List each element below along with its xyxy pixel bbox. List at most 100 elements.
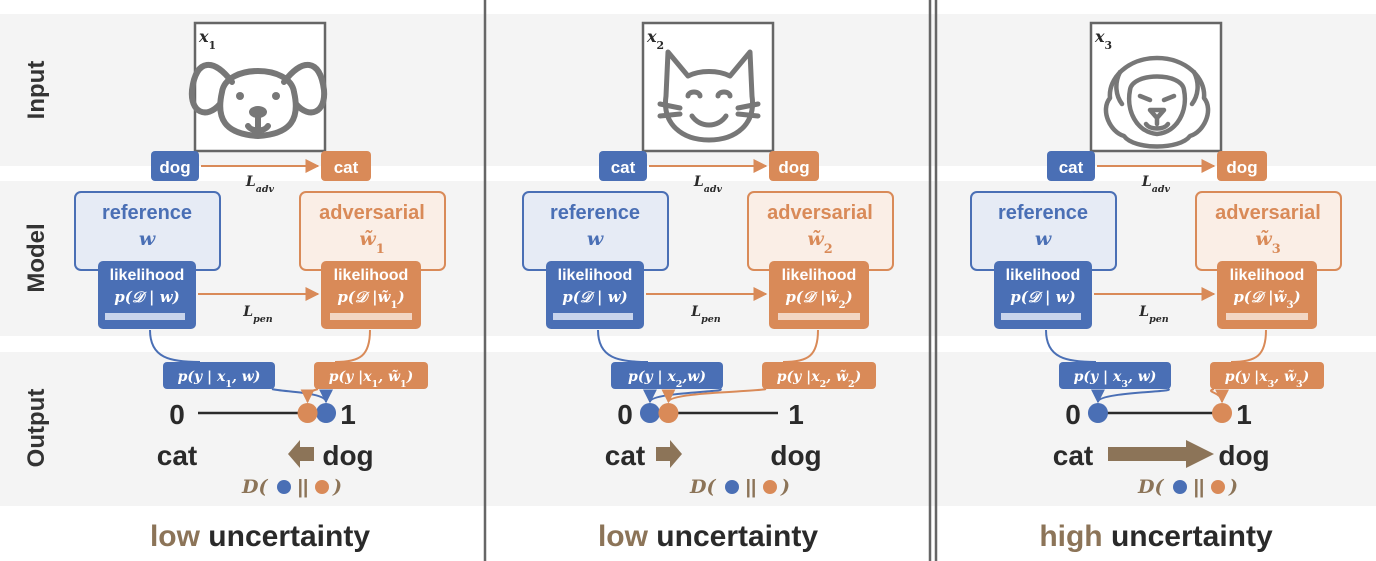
pen-loss-label-part: L bbox=[690, 304, 701, 320]
adversarial-output-tag bbox=[314, 362, 428, 389]
adversarial-likelihood-formula-part: p(𝒟 |w̃ bbox=[785, 288, 839, 306]
source-class-tag bbox=[599, 151, 647, 181]
divergence-label-part: D( bbox=[689, 476, 716, 498]
adversarial-prediction-dot bbox=[1212, 403, 1233, 423]
adversarial-output-formula-part: 3 bbox=[1268, 379, 1275, 390]
uncertainty-verdict-part: low bbox=[150, 520, 201, 553]
reference-likelihood-box bbox=[546, 261, 644, 329]
adversarial-likelihood-formula-part: 2 bbox=[838, 299, 845, 311]
uncertainty-verdict-part: uncertainty bbox=[648, 520, 818, 553]
divergence-arrow bbox=[656, 440, 682, 468]
divergence-adversarial-dot bbox=[763, 480, 777, 494]
lion-mane bbox=[1103, 55, 1211, 149]
adversarial-output-formula: p(y |x2, w̃2) bbox=[777, 368, 862, 390]
source-class-tag bbox=[1047, 151, 1095, 181]
class-left-label-part: cat bbox=[1053, 440, 1093, 471]
adversarial-output-formula-part: p(y |x bbox=[777, 369, 821, 385]
reference-output-formula-part: 3 bbox=[1121, 379, 1128, 390]
source-class-label: cat bbox=[611, 158, 636, 177]
divergence-reference-dot bbox=[1173, 480, 1187, 494]
lion-nose bbox=[1143, 107, 1171, 131]
axis-max-label: 1 bbox=[340, 399, 356, 430]
reference-output-connector bbox=[597, 329, 649, 363]
reference-likelihood-title-part: likelihood bbox=[1006, 267, 1081, 284]
adversarial-output-connector bbox=[1230, 329, 1267, 363]
input-image-label-part: 1 bbox=[209, 39, 217, 52]
adversarial-likelihood-box bbox=[769, 261, 869, 329]
class-left-label: cat bbox=[157, 440, 197, 471]
reference-output-formula: p(y | x3, w) bbox=[1074, 369, 1157, 390]
reference-likelihood-title: likelihood bbox=[1006, 267, 1081, 284]
reference-likelihood-formula: p(𝒟 | w) bbox=[114, 288, 179, 306]
reference-model-title-part: reference bbox=[550, 202, 640, 224]
pen-loss-label-part: pen bbox=[701, 314, 721, 325]
dog-eye-left bbox=[236, 92, 244, 100]
adversarial-output-formula-part: , w̃ bbox=[1273, 368, 1297, 385]
class-left-label: cat bbox=[605, 440, 645, 471]
adversarial-model-title-part: adversarial bbox=[1215, 202, 1321, 224]
adversarial-output-connector bbox=[782, 329, 819, 363]
reference-model-param-part: w bbox=[587, 228, 604, 250]
reference-model-param: w bbox=[1035, 228, 1052, 250]
reference-output-formula: p(y | x1, w) bbox=[178, 369, 261, 390]
adversarial-model-title: adversarial bbox=[319, 202, 425, 224]
adversarial-output-formula: p(y |x3, w̃3) bbox=[1225, 368, 1310, 390]
axis-max-label-part: 1 bbox=[340, 399, 356, 430]
target-class-label-part: dog bbox=[1226, 158, 1257, 177]
target-class-label-part: dog bbox=[778, 158, 809, 177]
adversarial-likelihood-formula-part: 1 bbox=[390, 299, 397, 311]
adversarial-model-param-part: w̃ bbox=[807, 228, 824, 250]
adversarial-prediction-arrow bbox=[1210, 388, 1230, 404]
axis-max-label-part: 1 bbox=[1236, 399, 1252, 430]
adversarial-likelihood-formula-part: ) bbox=[1293, 288, 1301, 306]
reference-model-title: reference bbox=[102, 202, 192, 224]
divergence-separator-part: || bbox=[746, 477, 757, 498]
cat-icon bbox=[657, 49, 761, 143]
input-image-label-part: x bbox=[1094, 27, 1105, 46]
input-image-label-part: 3 bbox=[1105, 39, 1113, 52]
cat-head bbox=[663, 49, 755, 143]
class-right-label-part: dog bbox=[322, 440, 373, 471]
axis-min-label-part: 0 bbox=[169, 399, 185, 430]
reference-model-title: reference bbox=[550, 202, 640, 224]
adversarial-model-title: adversarial bbox=[767, 202, 873, 224]
adversarial-likelihood-title: likelihood bbox=[782, 267, 857, 284]
divergence-close-part: ) bbox=[1228, 476, 1238, 498]
input-image-label-part: x bbox=[198, 27, 209, 46]
input-image-label: x3 bbox=[1094, 27, 1112, 52]
adversarial-model-param-part: 2 bbox=[824, 242, 833, 257]
axis-min-label: 0 bbox=[169, 399, 185, 430]
target-class-label-part: cat bbox=[334, 158, 359, 177]
divergence-close: ) bbox=[332, 476, 342, 498]
uncertainty-verdict-part: uncertainty bbox=[1103, 520, 1273, 553]
adversarial-output-formula-part: ) bbox=[854, 369, 862, 385]
reference-likelihood-box bbox=[994, 261, 1092, 329]
source-class-label-part: dog bbox=[159, 158, 190, 177]
adversarial-model-param: w̃2 bbox=[807, 228, 832, 257]
axis-min-label-part: 0 bbox=[617, 399, 633, 430]
divergence-close: ) bbox=[1228, 476, 1238, 498]
divergence-arrow bbox=[288, 440, 314, 468]
divergence-separator-part: || bbox=[298, 477, 309, 498]
adversarial-likelihood-formula: p(𝒟 |w̃1) bbox=[337, 288, 404, 311]
adversarial-model-title-part: adversarial bbox=[767, 202, 873, 224]
target-class-label: dog bbox=[1226, 158, 1257, 177]
adversarial-output-tag bbox=[762, 362, 876, 389]
reference-model-title-part: reference bbox=[102, 202, 192, 224]
reference-likelihood-bar bbox=[553, 313, 633, 320]
dog-ear-right bbox=[281, 61, 328, 116]
reference-likelihood-formula-part: p(𝒟 | w) bbox=[562, 288, 627, 306]
adversarial-likelihood-box bbox=[321, 261, 421, 329]
divergence-reference-dot bbox=[725, 480, 739, 494]
class-right-label: dog bbox=[1218, 440, 1269, 471]
axis-min-label-part: 0 bbox=[1065, 399, 1081, 430]
adversarial-model-param-part: w̃ bbox=[1255, 228, 1272, 250]
adv-loss-label-part: adv bbox=[256, 184, 275, 195]
class-left-label: cat bbox=[1053, 440, 1093, 471]
input-image-label-part: x bbox=[646, 27, 657, 46]
reference-output-formula-part: 1 bbox=[225, 379, 232, 390]
adversarial-likelihood-bar bbox=[1226, 313, 1308, 320]
reference-prediction-arrow bbox=[643, 388, 722, 404]
